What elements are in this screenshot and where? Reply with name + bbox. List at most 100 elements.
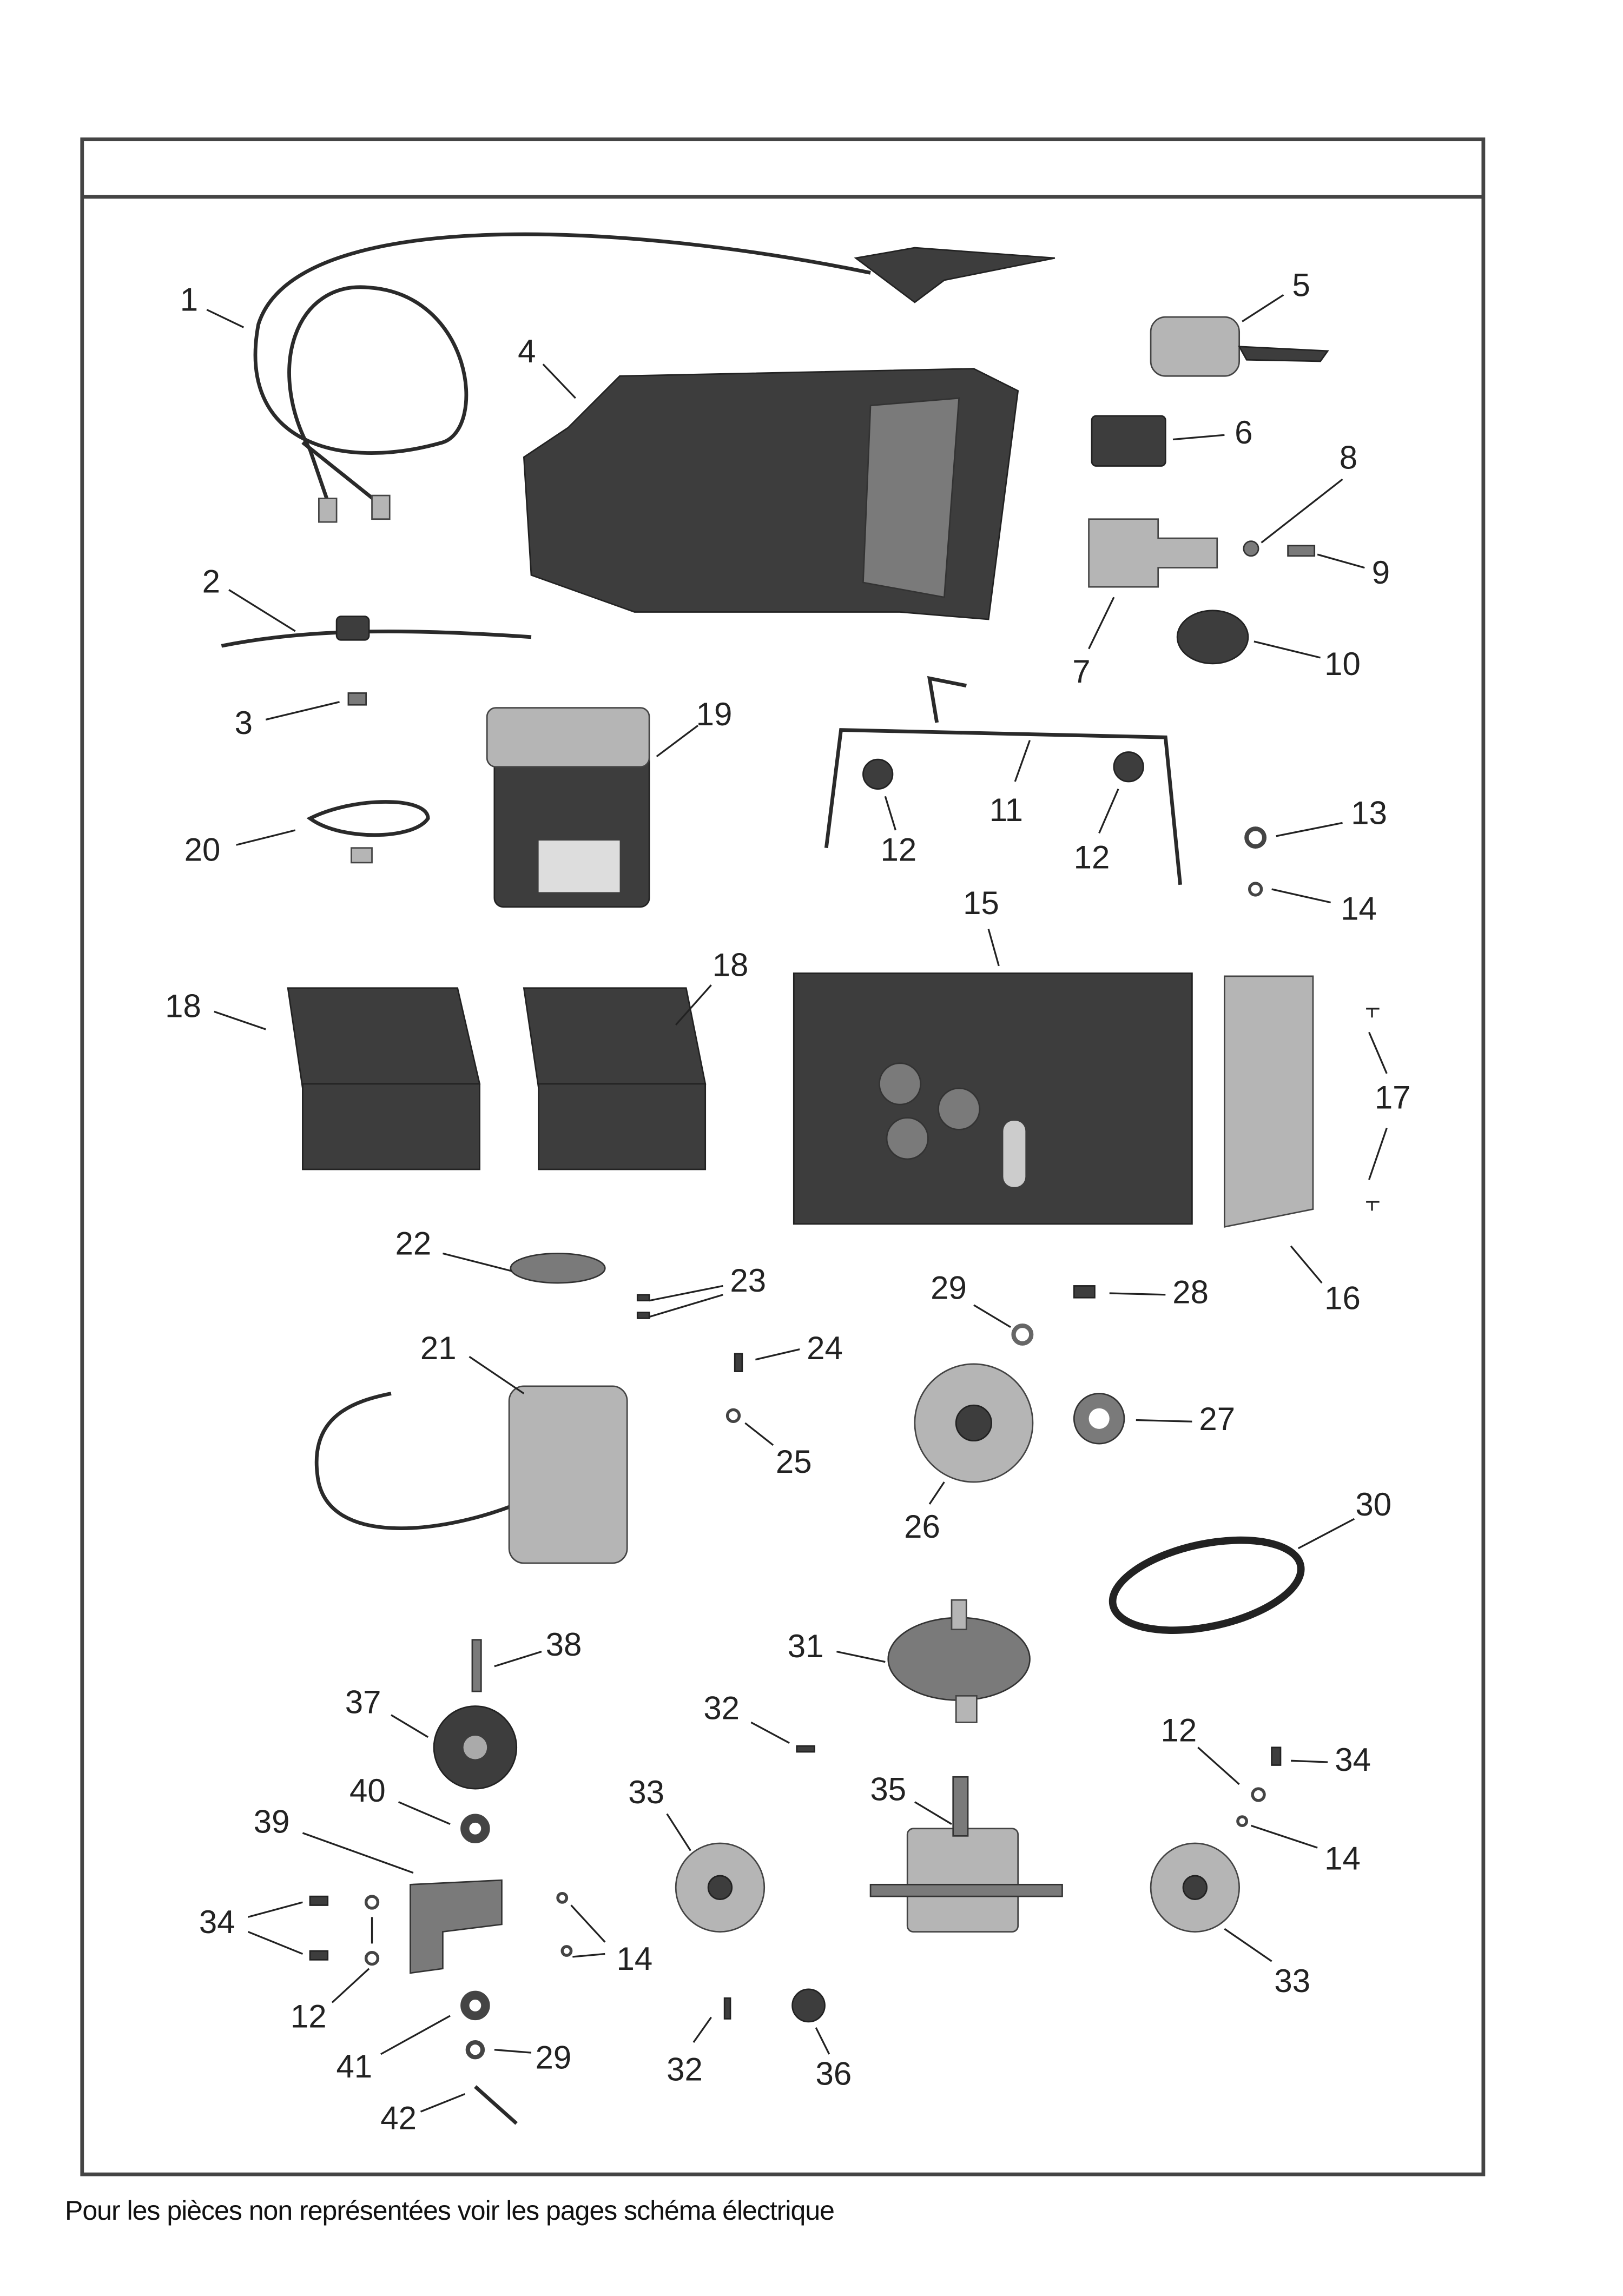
part-10-socket bbox=[1176, 610, 1249, 665]
part-21-motor bbox=[314, 1385, 628, 1564]
part-18-battery bbox=[287, 987, 481, 1170]
callout-label-18: 18 bbox=[712, 947, 749, 983]
part-42-pin bbox=[474, 2085, 518, 2125]
callout-label-12: 12 bbox=[1074, 839, 1110, 875]
part-2-fuse-holder bbox=[221, 616, 532, 648]
part-29-washer bbox=[1011, 1323, 1034, 1346]
callout-label-23: 23 bbox=[730, 1262, 766, 1299]
part-28-screw bbox=[1073, 1285, 1096, 1299]
callout-label-30: 30 bbox=[1355, 1486, 1391, 1523]
part-33-flange bbox=[675, 1842, 766, 1933]
part-30-belt bbox=[1109, 1536, 1305, 1634]
part-14-washer bbox=[1236, 1815, 1249, 1828]
part-24-screw bbox=[734, 1353, 743, 1372]
part-16-cover-plate bbox=[1224, 975, 1314, 1228]
callout-label-2: 2 bbox=[202, 563, 220, 599]
callout-label-37: 37 bbox=[345, 1684, 381, 1721]
callout-label-22: 22 bbox=[395, 1226, 432, 1262]
part-15-chassis bbox=[793, 972, 1193, 1225]
callout-label-5: 5 bbox=[1292, 267, 1310, 303]
callout-label-34: 34 bbox=[1335, 1742, 1371, 1778]
callout-label-38: 38 bbox=[546, 1626, 582, 1663]
callout-label-12: 12 bbox=[1161, 1712, 1197, 1748]
callout-label-11: 11 bbox=[989, 792, 1023, 828]
callout-label-1: 1 bbox=[180, 282, 198, 318]
part-14-washer bbox=[560, 1945, 573, 1957]
part-36-sprocket bbox=[791, 1988, 826, 2023]
callout-label-29: 29 bbox=[536, 2040, 572, 2076]
callout-label-6: 6 bbox=[1235, 414, 1252, 451]
part-22-pulley bbox=[510, 1253, 606, 1284]
part-41-washer bbox=[460, 1990, 490, 2021]
part-34-screw bbox=[309, 1895, 329, 1906]
part-34-screw bbox=[1271, 1746, 1282, 1766]
leader-lines bbox=[206, 294, 1388, 2113]
callout-label-34: 34 bbox=[199, 1904, 235, 1940]
callout-label-24: 24 bbox=[807, 1330, 843, 1366]
part-6-relay bbox=[1091, 415, 1166, 467]
part-32-key bbox=[796, 1745, 815, 1753]
callout-label-35: 35 bbox=[870, 1771, 906, 1807]
callout-label-19: 19 bbox=[696, 696, 733, 732]
part-13-washer bbox=[1244, 826, 1267, 849]
callout-label-15: 15 bbox=[963, 885, 999, 921]
part-29-washer bbox=[465, 2040, 485, 2060]
part-14-washer bbox=[1248, 882, 1263, 897]
callout-label-39: 39 bbox=[254, 1803, 290, 1840]
callout-label-14: 14 bbox=[1324, 1841, 1361, 1877]
callout-label-27: 27 bbox=[1199, 1401, 1235, 1437]
callout-label-7: 7 bbox=[1072, 653, 1090, 690]
part-27-bearing bbox=[1073, 1393, 1125, 1445]
callout-label-18: 18 bbox=[165, 988, 201, 1024]
part-25-washer bbox=[725, 1408, 741, 1423]
part-37-wheel bbox=[433, 1705, 518, 1790]
part-1-wire-harness bbox=[253, 232, 1055, 523]
callout-label-14: 14 bbox=[616, 1941, 652, 1977]
callout-label-8: 8 bbox=[1340, 439, 1357, 475]
part-11-bracket bbox=[824, 676, 1182, 885]
callout-label-12: 12 bbox=[291, 1998, 327, 2034]
part-34-screw bbox=[309, 1950, 329, 1961]
part-32-key bbox=[723, 1997, 731, 2020]
part-18-battery bbox=[523, 987, 707, 1170]
part-12-grommet bbox=[1113, 751, 1144, 783]
part-19-transformer bbox=[486, 707, 650, 908]
part-5-key-switch bbox=[1150, 316, 1329, 377]
callout-label-10: 10 bbox=[1324, 646, 1361, 682]
callout-label-32: 32 bbox=[703, 1690, 740, 1726]
callout-label-16: 16 bbox=[1324, 1280, 1361, 1316]
callout-label-4: 4 bbox=[518, 333, 536, 369]
callout-label-13: 13 bbox=[1351, 795, 1387, 831]
callout-label-3: 3 bbox=[235, 705, 253, 741]
part-3-fuse bbox=[347, 692, 367, 706]
callout-label-31: 31 bbox=[788, 1628, 824, 1664]
callout-label-36: 36 bbox=[816, 2056, 852, 2092]
part-26-bearing-flange bbox=[914, 1363, 1034, 1483]
part-35-gearbox bbox=[869, 1776, 1063, 1933]
part-23-key bbox=[636, 1294, 650, 1302]
callout-label-42: 42 bbox=[380, 2100, 417, 2136]
callout-label-33: 33 bbox=[1274, 1963, 1310, 1999]
callout-label-29: 29 bbox=[931, 1269, 967, 1306]
part-12-washer bbox=[364, 1895, 380, 1910]
callout-label-33: 33 bbox=[628, 1774, 664, 1810]
callout-label-12: 12 bbox=[880, 832, 916, 868]
part-38-screw bbox=[471, 1639, 482, 1692]
callout-label-32: 32 bbox=[667, 2051, 703, 2087]
callout-label-17: 17 bbox=[1375, 1080, 1411, 1116]
callout-label-21: 21 bbox=[420, 1330, 457, 1366]
callout-label-20: 20 bbox=[184, 832, 221, 868]
part-9-screw bbox=[1287, 545, 1316, 557]
part-12-grommet bbox=[862, 758, 894, 790]
callout-label-9: 9 bbox=[1372, 554, 1390, 591]
part-8-nut bbox=[1243, 540, 1259, 557]
callout-label-26: 26 bbox=[904, 1508, 940, 1545]
callout-label-25: 25 bbox=[776, 1444, 812, 1480]
part-12-washer bbox=[364, 1951, 380, 1966]
callout-label-14: 14 bbox=[1341, 891, 1377, 927]
part-39-bracket bbox=[410, 1879, 503, 1974]
footer-note: Pour les pièces non représentées voir le… bbox=[65, 2195, 835, 2226]
callout-label-40: 40 bbox=[349, 1772, 386, 1809]
